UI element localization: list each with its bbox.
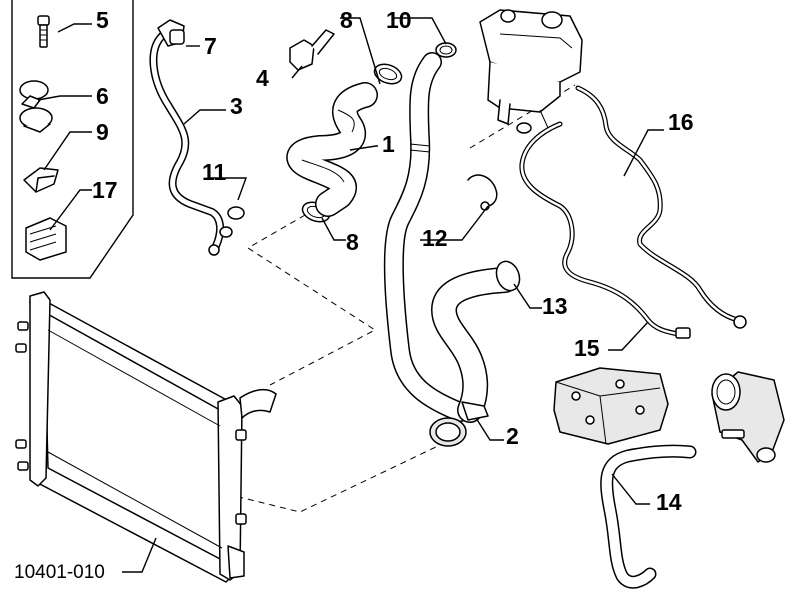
callout-2: 2: [506, 423, 519, 449]
callout-7: 7: [204, 33, 217, 59]
hose-part-14: [600, 444, 697, 589]
connector-part-7: [169, 29, 185, 45]
connector-part-2: [429, 401, 489, 447]
clip-part-9: [23, 167, 59, 193]
callout-11: 10: [386, 7, 412, 33]
thermostat-housing: [711, 371, 785, 463]
clamp-part-8-upper: [373, 63, 403, 85]
small-parts-inset: [11, 0, 134, 279]
engine-block: [553, 367, 669, 445]
hose-part-13: [431, 260, 521, 423]
pipe-part-16: [575, 85, 747, 329]
callout-12: 11: [202, 159, 227, 185]
callout-16: 16: [668, 109, 694, 135]
pipe-part-15: [519, 121, 691, 339]
callout-14: 14: [656, 489, 682, 515]
callout-labels: 5 6 9 17 7 3 4 11 8 8 1 10 12 13 2 16 15…: [14, 7, 694, 583]
callout-3: 3: [230, 93, 243, 119]
bracket-part-4: [289, 29, 335, 71]
callout-6: 6: [96, 83, 109, 109]
callout-4: 4: [256, 65, 269, 91]
callout-5: 5: [96, 7, 109, 33]
plug-part-12: [219, 206, 245, 238]
leader-lines: [37, 17, 664, 573]
radiator: [15, 291, 277, 583]
hose-part-1: [286, 82, 378, 217]
callout-9: 9: [96, 119, 109, 145]
reference-code: 10401-010: [14, 562, 105, 583]
clip-part-10: [467, 174, 498, 211]
bolt-part-5: [37, 15, 50, 48]
callout-15: 15: [574, 335, 600, 361]
callout-8-upper: 8: [340, 7, 353, 33]
long-radiator-hose: [383, 52, 470, 422]
callout-13: 13: [542, 293, 568, 319]
expansion-tank: [479, 9, 583, 134]
callout-17: 17: [92, 177, 118, 203]
callout-8-lower: 8: [346, 229, 359, 255]
callout-1: 1: [382, 131, 395, 157]
connector-block-part-17: [25, 217, 67, 261]
hose-clamp-part-6: [19, 80, 53, 133]
callout-10: 12: [422, 225, 448, 251]
